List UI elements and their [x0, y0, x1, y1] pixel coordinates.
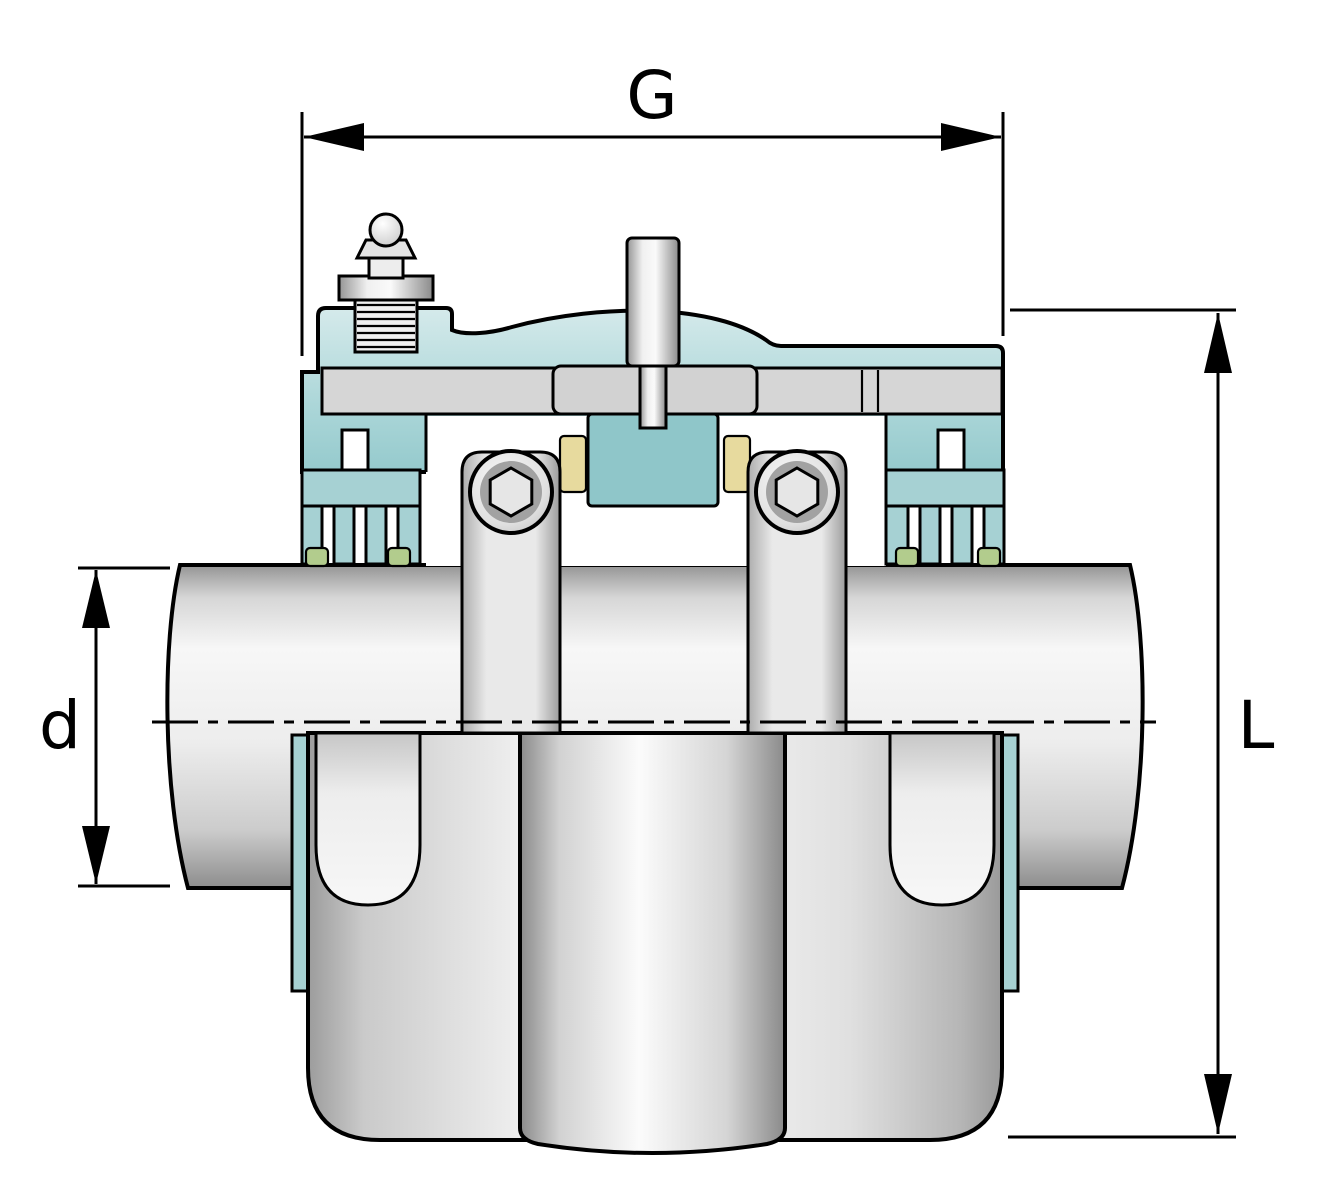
hex-socket	[488, 466, 534, 518]
cage-segment-right	[722, 434, 752, 494]
grease-fitting	[337, 212, 435, 354]
seal-ring-green	[976, 546, 1002, 568]
dimension-d: d	[39, 566, 170, 888]
dim-label-G: G	[626, 57, 677, 134]
seal-web	[300, 468, 422, 508]
locating-pin	[625, 236, 681, 430]
seal-web	[884, 468, 1006, 508]
seal-tooth	[332, 504, 356, 566]
hex-socket	[774, 466, 820, 518]
arrowhead-up	[1204, 313, 1232, 373]
arrowhead-up	[82, 570, 110, 628]
seal-tooth	[918, 504, 942, 566]
cap-notch-left	[340, 428, 370, 472]
arrowhead-left	[304, 123, 364, 151]
arrowhead-down	[82, 826, 110, 884]
labyrinth-seal-left	[300, 468, 422, 568]
arrowhead-down	[1204, 1074, 1232, 1134]
seal-tooth	[950, 504, 974, 566]
cap-screw-right	[746, 449, 848, 735]
grease-hex-flange	[337, 274, 435, 302]
base-pocket-left	[314, 731, 422, 907]
cap-screw-left	[460, 449, 562, 735]
cage-segment-left	[558, 434, 588, 494]
seal-ring-green	[894, 546, 920, 568]
base-pocket-right	[888, 731, 996, 907]
seal-ring-green	[304, 546, 330, 568]
dim-label-L: L	[1238, 687, 1275, 764]
housing-cap	[300, 212, 1006, 735]
dim-label-d: d	[39, 687, 81, 764]
shaft-end-column	[518, 731, 787, 1155]
cap-notch-right	[936, 428, 966, 472]
seal-tooth	[364, 504, 388, 566]
dimension-G: G	[300, 57, 1005, 356]
dimension-L: L	[1008, 308, 1275, 1139]
grease-thread-lines	[357, 303, 415, 349]
arrowhead-right	[941, 123, 1001, 151]
pin-shank	[625, 236, 681, 368]
grease-ball-cap	[368, 212, 404, 248]
labyrinth-seal-right	[884, 468, 1006, 568]
grease-flare	[354, 238, 418, 260]
seal-ring-green	[386, 546, 412, 568]
pin-stem	[638, 364, 668, 430]
housing-base	[290, 731, 1020, 1155]
